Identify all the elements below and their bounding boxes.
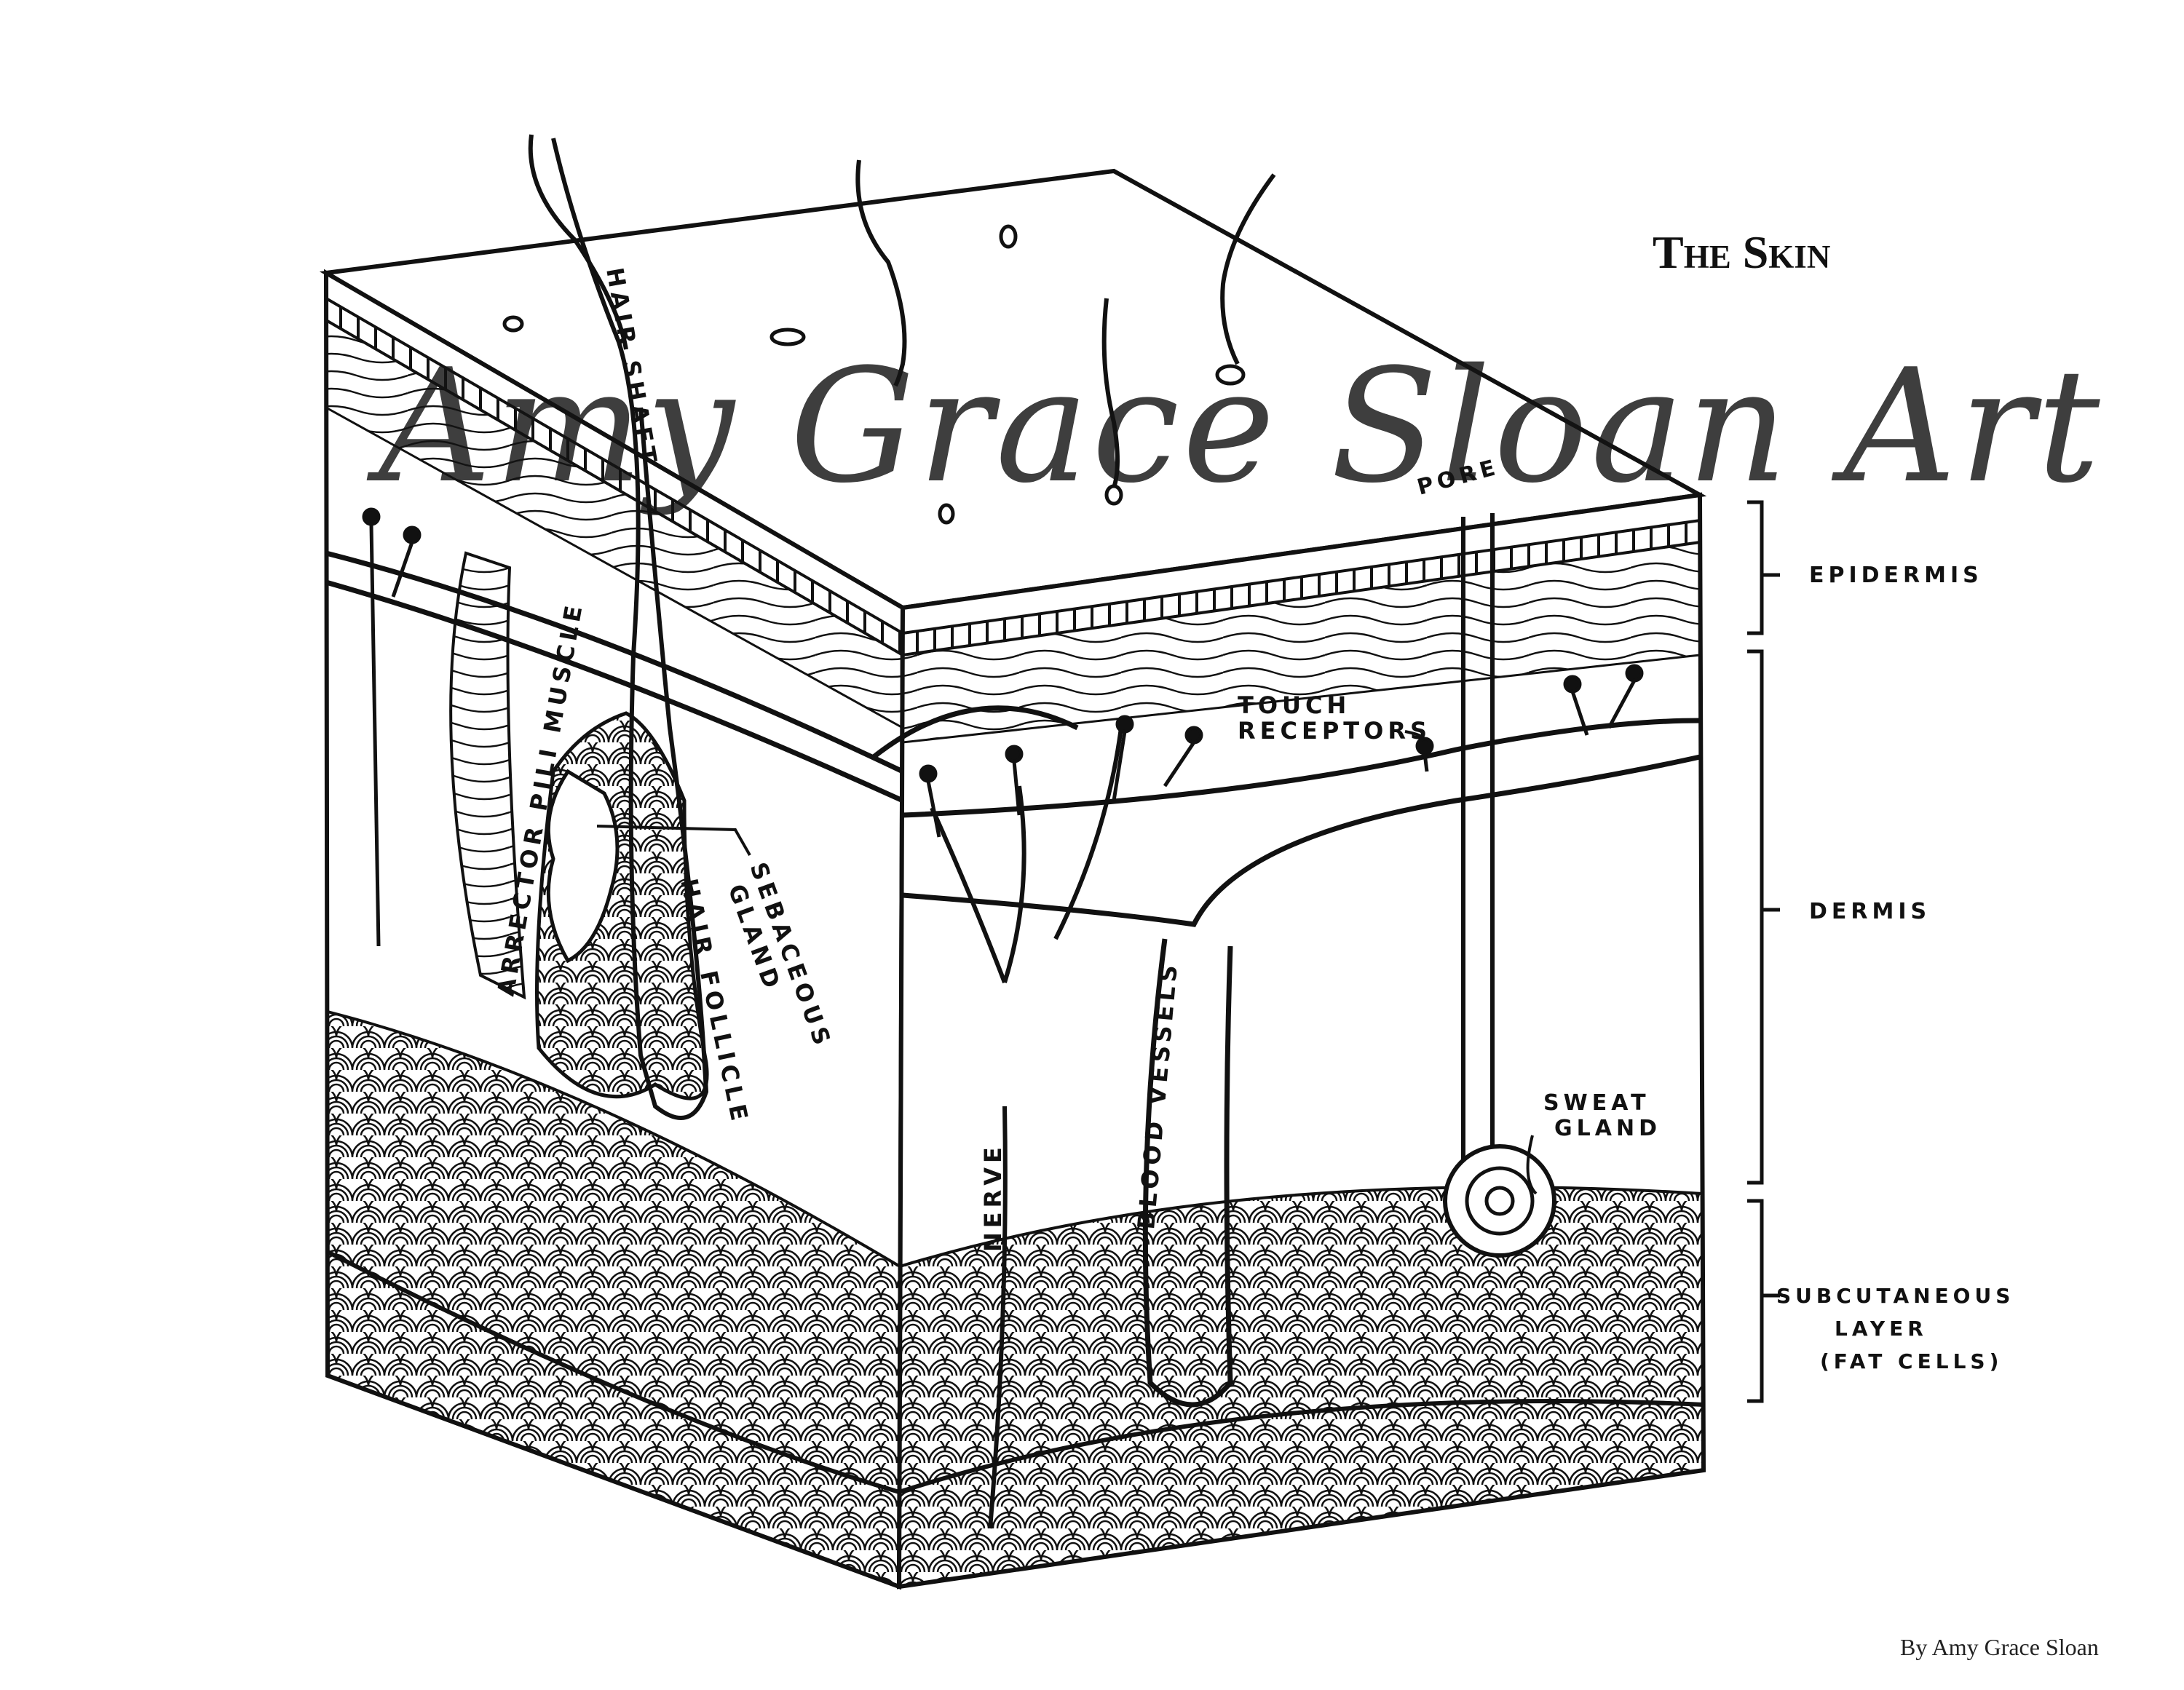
sweat-gland-coil	[1445, 1146, 1554, 1255]
layer-brackets	[1747, 502, 1780, 1401]
label-touch-receptors-2: RECEPTORS	[1238, 717, 1431, 745]
label-subcutaneous-2: LAYER	[1835, 1317, 1928, 1341]
artist-credit: By Amy Grace Sloan	[1900, 1634, 2099, 1661]
label-subcutaneous-3: (FAT CELLS)	[1820, 1349, 2003, 1373]
label-nerve: NERVE	[979, 1143, 1007, 1252]
fat-layer-right	[899, 1187, 1704, 1587]
watermark: Amy Grace Sloan Art	[379, 335, 2103, 517]
label-sweat-gland-2: GLAND	[1554, 1116, 1661, 1141]
page-title: The Skin	[1653, 226, 1830, 279]
label-sweat-gland-1: SWEAT	[1543, 1090, 1650, 1116]
label-touch-receptors-1: TOUCH	[1238, 691, 1350, 719]
label-subcutaneous-1: SUBCUTANEOUS	[1776, 1284, 2014, 1308]
label-epidermis: EPIDERMIS	[1809, 563, 1983, 588]
label-dermis: DERMIS	[1809, 899, 1931, 924]
